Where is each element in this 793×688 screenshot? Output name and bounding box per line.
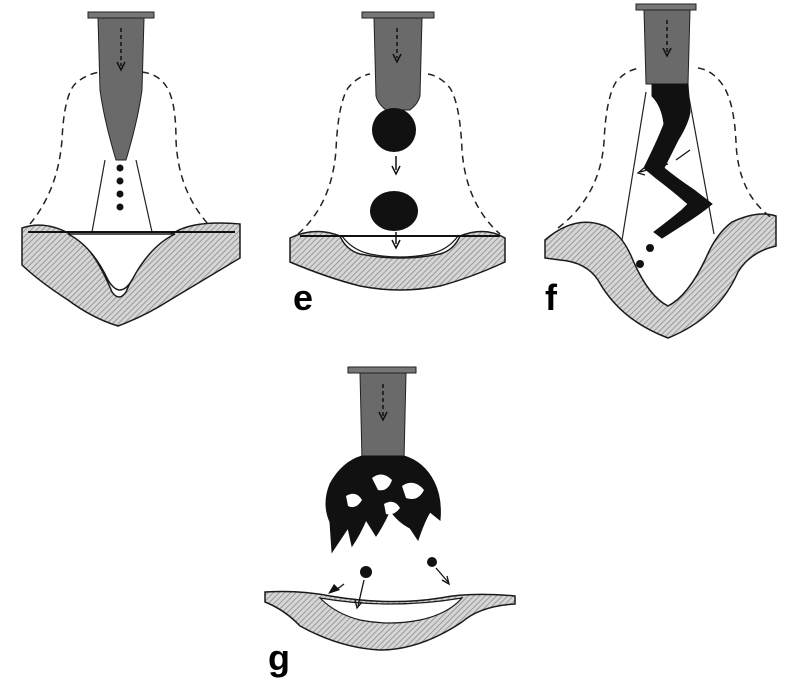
spatter-droplet: [360, 566, 372, 578]
panel-label-e: e: [293, 280, 313, 316]
motion-arrow: [676, 150, 690, 160]
metal-droplet: [117, 204, 124, 211]
panel-g-explosive-transfer: [265, 367, 515, 650]
contact-tube: [636, 4, 696, 10]
spatter-droplet: [427, 557, 437, 567]
contact-tube: [348, 367, 416, 373]
metal-droplet: [646, 244, 654, 252]
panel-spray-transfer: [22, 12, 240, 326]
contact-tube: [88, 12, 154, 18]
metal-droplet: [117, 165, 124, 172]
spatter-arrow: [436, 568, 448, 582]
panel-e-globular-transfer: [290, 12, 505, 290]
rotating-metal-stream: [644, 84, 712, 238]
electrode-wire: [374, 18, 422, 110]
metal-droplet: [117, 178, 124, 185]
metal-droplet: [117, 191, 124, 198]
panel-label-g: g: [268, 640, 290, 676]
spatter-arrow: [336, 584, 344, 590]
metal-droplet: [636, 260, 644, 268]
panel-f-rotating-transfer: [545, 4, 776, 338]
electrode-wire: [98, 18, 144, 160]
exploding-metal-mass: [326, 456, 440, 552]
growing-droplet: [372, 108, 416, 152]
detached-droplet: [370, 191, 418, 231]
panel-label-f: f: [545, 280, 557, 316]
contact-tube: [362, 12, 434, 18]
